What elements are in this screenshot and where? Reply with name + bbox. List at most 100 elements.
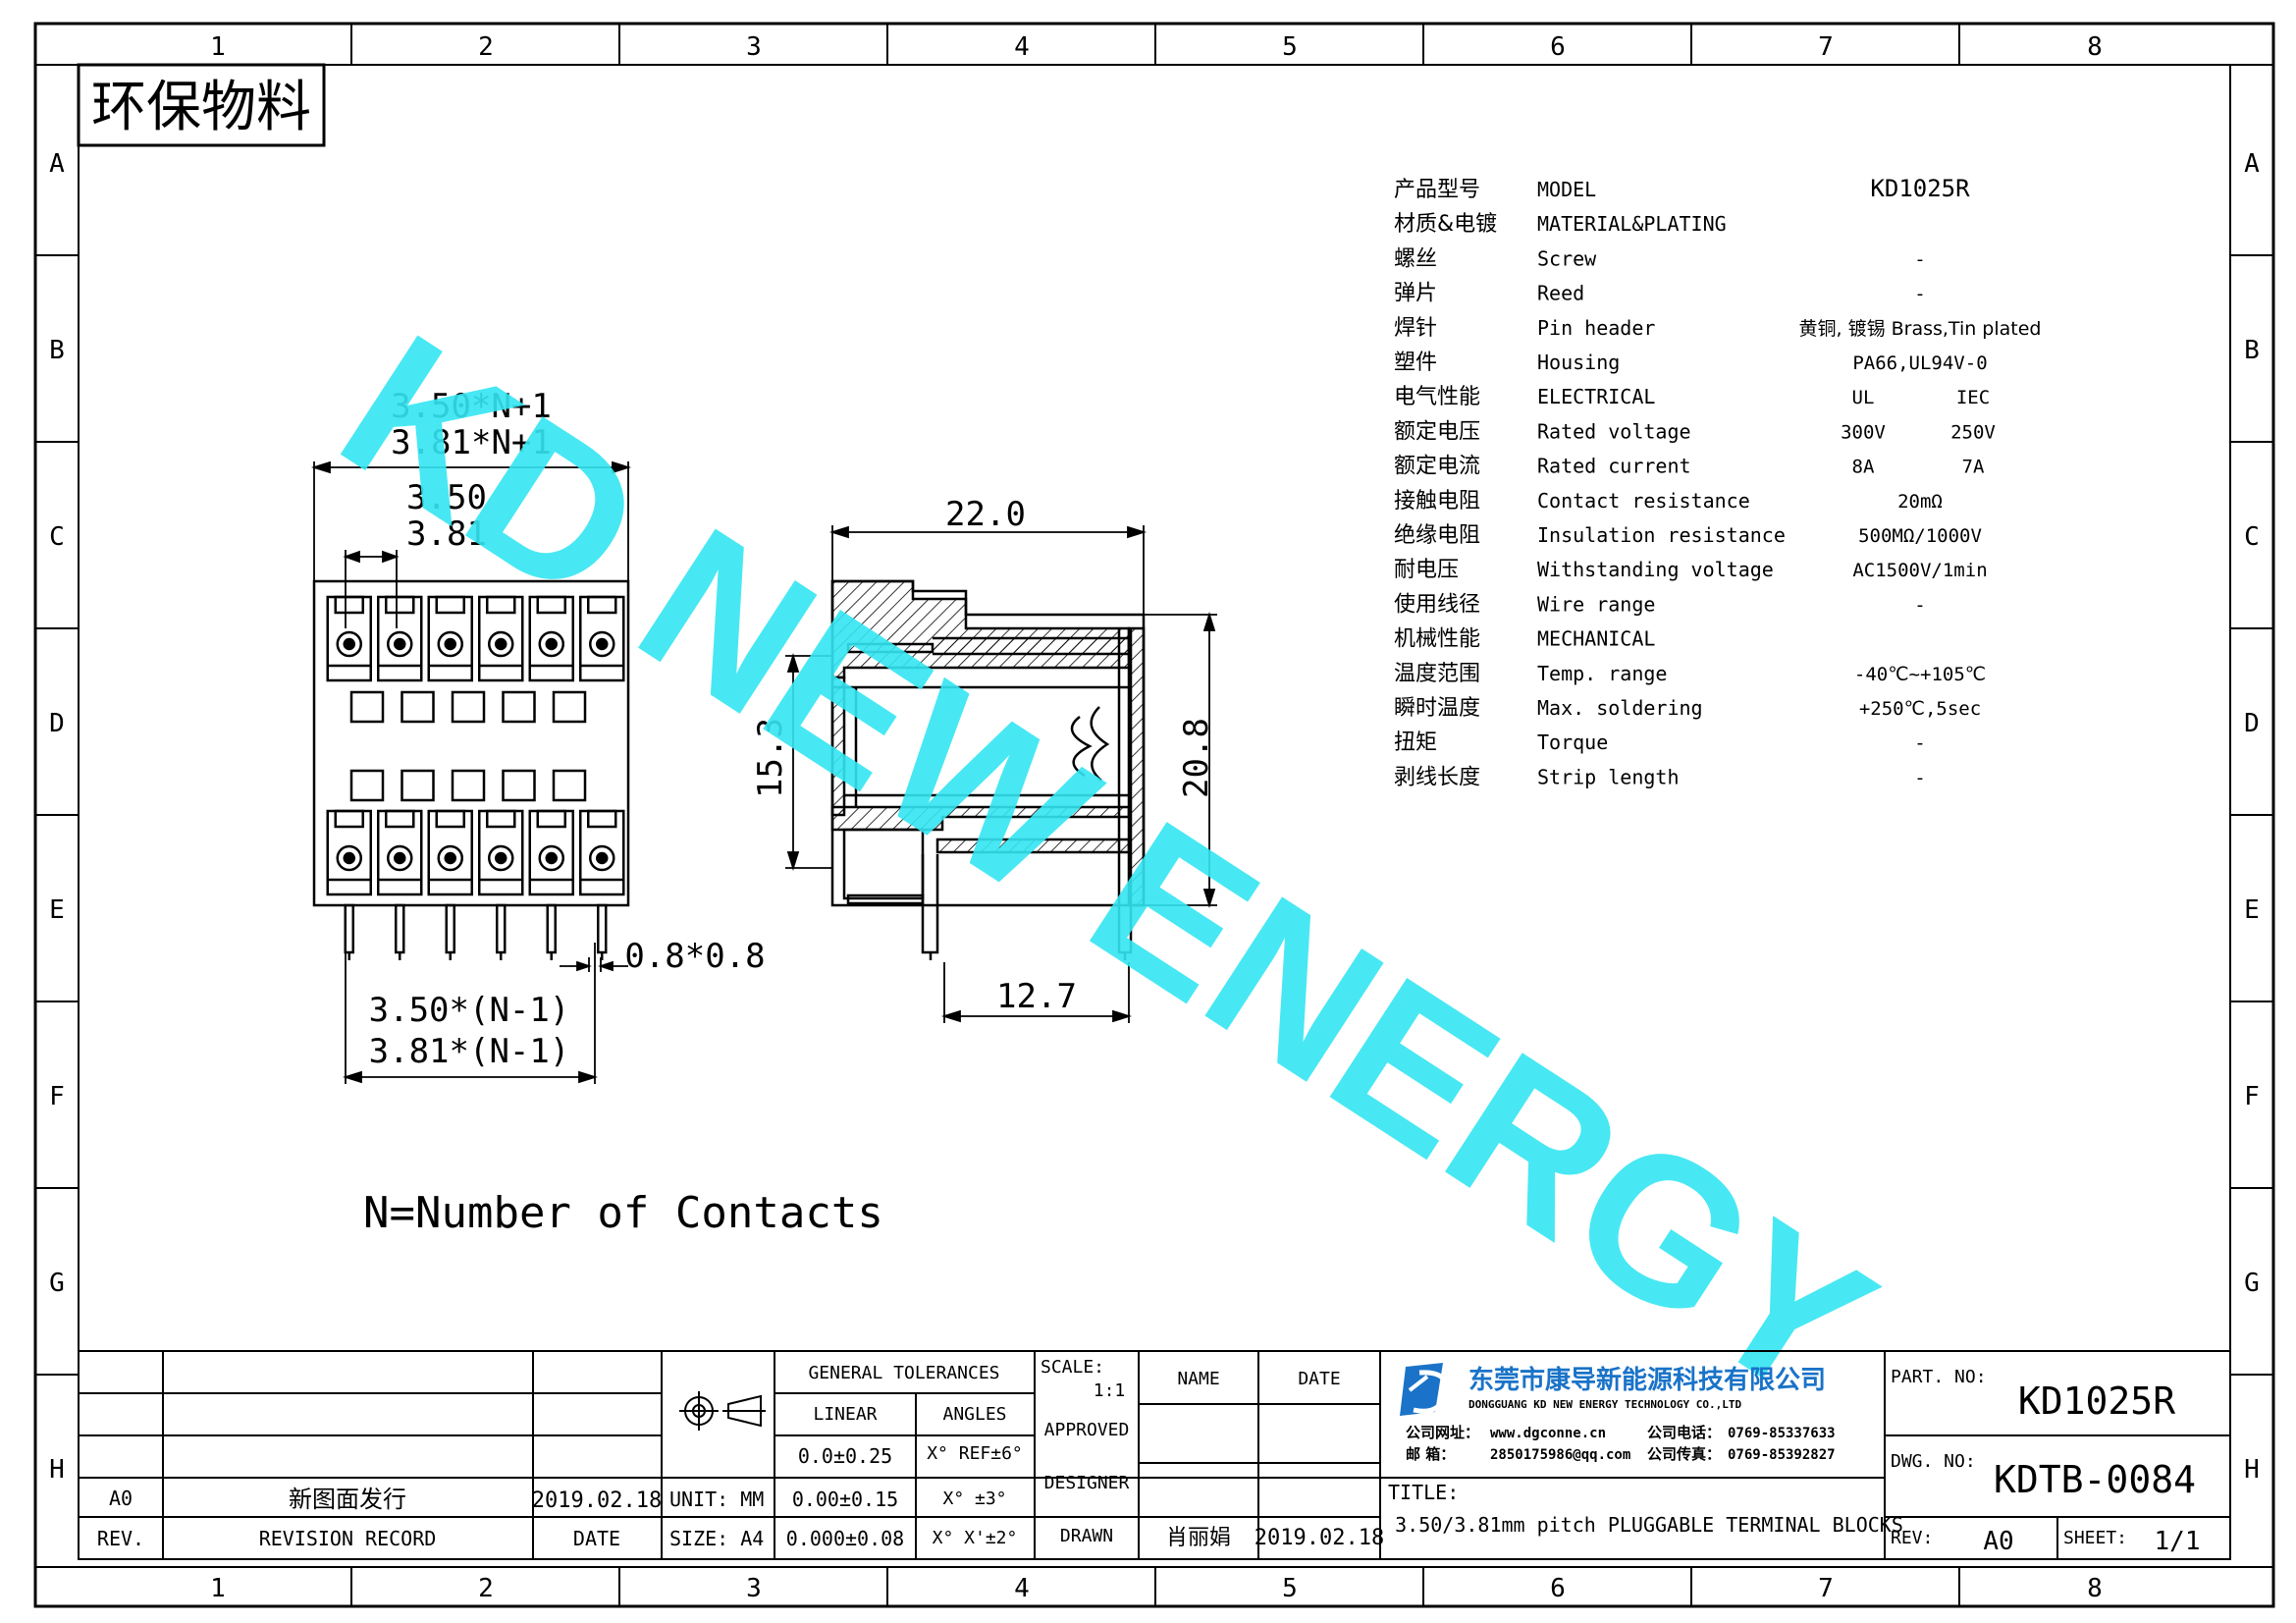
top-terminal-cell <box>579 595 625 682</box>
spec-en-label: Pin header <box>1537 316 1655 340</box>
wire-entry-square <box>349 769 385 802</box>
title-block-text: A0 新图面发行 2019.02.18 REV. REVISION RECORD… <box>97 1357 2201 1556</box>
wire-entry-square <box>349 690 385 724</box>
sheet-label: SHEET: <box>2063 1528 2127 1548</box>
bottom-terminal-cell <box>478 809 524 896</box>
rev-date-value: 2019.02.18 <box>532 1488 662 1513</box>
side-dimensions <box>785 525 1217 1023</box>
dim-pitch-1: 3.50 <box>406 478 487 517</box>
bottom-terminal-cell <box>579 809 625 896</box>
spec-value: UL <box>1852 387 1875 408</box>
spec-cn-label: 螺丝 <box>1394 246 1437 271</box>
wire-entry-square <box>400 769 435 802</box>
spec-value: +250℃,5sec <box>1859 698 1981 720</box>
eco-label: 环保物料 <box>91 76 311 139</box>
spec-value: -40℃~+105℃ <box>1854 664 1986 685</box>
wire-entry-square <box>552 769 587 802</box>
designer-label: DESIGNER <box>1044 1473 1130 1493</box>
wire-entry-square <box>502 769 536 802</box>
wire-entry-square <box>552 690 587 724</box>
solder-pin <box>546 903 557 954</box>
dwg-no-label: DWG. NO: <box>1891 1451 1976 1472</box>
col-label: 4 <box>1014 1574 1030 1603</box>
company-web: www.dgconne.cn <box>1490 1426 1606 1441</box>
spec-en-label: Screw <box>1537 246 1597 270</box>
row-label: B <box>2244 336 2260 365</box>
dwg-no: KDTB-0084 <box>1994 1458 2196 1501</box>
part-no: KD1025R <box>2018 1380 2175 1423</box>
spec-cn-label: 材质&电镀 <box>1394 212 1497 237</box>
dim-span-2: 3.81*(N-1) <box>369 1032 570 1071</box>
approved-label: APPROVED <box>1044 1420 1130 1440</box>
linear-label: LINEAR <box>813 1404 877 1425</box>
rev-record-value: 新图面发行 <box>289 1486 406 1513</box>
spec-en-label: MATERIAL&PLATING <box>1537 212 1727 236</box>
top-terminal-cell <box>427 595 473 682</box>
mail-label: 邮 箱： <box>1406 1445 1455 1463</box>
company-logo-icon <box>1400 1363 1449 1416</box>
spec-value: - <box>1914 767 1925 788</box>
spec-cn-label: 额定电压 <box>1394 419 1480 444</box>
spec-cn-label: 电气性能 <box>1394 385 1480 409</box>
spec-en-label: Reed <box>1537 282 1584 305</box>
front-dimension-labels: 3.50*N+1 3.81*N+1 3.50 3.81 0.8*0.8 3.50… <box>369 387 766 1071</box>
spec-en-label: Insulation resistance <box>1537 523 1786 547</box>
wire-entry-square <box>451 690 486 724</box>
bottom-terminal-cell <box>528 809 574 896</box>
spec-value: - <box>1914 248 1925 270</box>
wire-entry-square <box>400 690 435 724</box>
row-label: D <box>2244 709 2260 738</box>
col-label: 6 <box>1550 32 1566 62</box>
spec-en-label: Strip length <box>1537 765 1680 788</box>
dim-total-width-2: 3.81*N+1 <box>391 423 552 462</box>
dim-height-right: 20.8 <box>1177 718 1216 798</box>
spec-en-label: Contact resistance <box>1537 489 1750 513</box>
side-dimension-labels: 22.0 15.3 20.8 12.7 <box>751 495 1216 1016</box>
drawn-label: DRAWN <box>1060 1526 1113 1546</box>
spec-cn-label: 耐电压 <box>1394 558 1459 582</box>
spec-en-label: ELECTRICAL <box>1537 385 1655 408</box>
spec-cn-label: 接触电阻 <box>1394 489 1480 514</box>
spec-value: - <box>1914 732 1925 754</box>
sheet-value: 1/1 <box>2155 1527 2201 1556</box>
col-label: 6 <box>1550 1574 1566 1603</box>
col-label: 4 <box>1014 32 1030 62</box>
tol-linear: 0.000±0.08 <box>786 1527 904 1550</box>
spec-en-label: Housing <box>1537 351 1620 374</box>
spec-en-label: Max. soldering <box>1537 696 1703 720</box>
dim-pin-spacing: 12.7 <box>996 977 1077 1016</box>
grid-left <box>35 254 79 1376</box>
front-view <box>312 579 630 960</box>
spec-en-label: MODEL <box>1537 178 1596 201</box>
spec-cn-label: 绝缘电阻 <box>1394 523 1480 548</box>
part-no-label: PART. NO: <box>1891 1367 1987 1387</box>
company-fax: 0769-85392827 <box>1728 1447 1836 1463</box>
dim-pin-section: 0.8*0.8 <box>624 937 765 976</box>
spec-cn-label: 产品型号 <box>1394 178 1480 202</box>
spec-value: - <box>1914 284 1925 305</box>
front-dimensions <box>310 460 632 1084</box>
title-label: TITLE: <box>1388 1481 1459 1504</box>
web-label: 公司网址： <box>1406 1424 1479 1441</box>
solder-pin <box>395 903 405 954</box>
spec-en-label: Temp. range <box>1537 662 1667 685</box>
rev-value-block: A0 <box>1983 1527 2013 1556</box>
company-cn: 东莞市康导新能源科技有限公司 <box>1468 1365 1826 1395</box>
title-block <box>79 1350 2230 1559</box>
wire-entry-square <box>451 769 486 802</box>
projection-symbol-icon <box>679 1391 766 1431</box>
spec-cn-label: 使用线径 <box>1394 592 1480 617</box>
tol-angle: X° ±3° <box>942 1488 1006 1509</box>
grid-bottom <box>35 1566 2273 1606</box>
spec-value: AC1500V/1min <box>1852 560 1987 581</box>
row-label: C <box>2244 522 2260 552</box>
col-label: 2 <box>478 1574 494 1603</box>
row-label: H <box>2244 1455 2260 1485</box>
general-tolerances: GENERAL TOLERANCES <box>808 1363 999 1383</box>
spec-en-label: Rated voltage <box>1537 419 1691 443</box>
spec-en-label: Withstanding voltage <box>1537 558 1774 581</box>
spec-cn-label: 扭矩 <box>1394 730 1437 755</box>
company-en: DONGGUANG KD NEW ENERGY TECHNOLOGY CO.,L… <box>1468 1398 1742 1411</box>
